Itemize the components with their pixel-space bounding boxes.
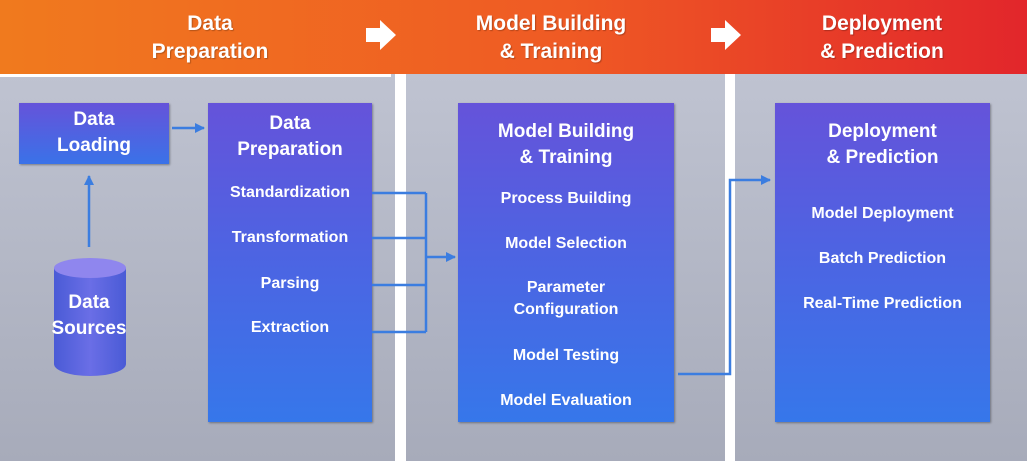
item-model-deployment: Model Deployment bbox=[811, 205, 954, 222]
item-model-selection: Model Selection bbox=[505, 235, 627, 252]
model-building-title: Model Building & Training bbox=[497, 121, 635, 168]
data-loading-box: Data Loading bbox=[19, 103, 169, 164]
model-building-panel: Model Building & Training Process Buildi… bbox=[458, 103, 674, 422]
item-real-time-prediction: Real-Time Prediction bbox=[803, 295, 962, 312]
item-extraction: Extraction bbox=[250, 319, 330, 336]
item-model-evaluation: Model Evaluation bbox=[500, 392, 632, 409]
item-model-testing: Model Testing bbox=[512, 347, 620, 364]
item-standardization: Standardization bbox=[229, 184, 350, 201]
right-arrow-icon bbox=[366, 20, 396, 50]
deployment-title: Deployment & Prediction bbox=[826, 121, 939, 168]
stage-title-model-building: Model Building & Training bbox=[475, 12, 627, 63]
right-arrow-icon bbox=[711, 20, 741, 50]
item-transformation: Transformation bbox=[231, 229, 349, 246]
item-batch-prediction: Batch Prediction bbox=[818, 250, 947, 267]
item-parsing: Parsing bbox=[260, 275, 320, 292]
divider-line bbox=[0, 74, 391, 77]
item-parameter-configuration: Parameter Configuration bbox=[513, 279, 619, 318]
stage-header: Data Preparation Model Building & Traini… bbox=[0, 0, 1027, 74]
deployment-panel: Deployment & Prediction Model Deployment… bbox=[775, 103, 990, 422]
data-sources-label: Data Sources bbox=[51, 292, 127, 339]
data-loading-label: Data Loading bbox=[57, 109, 131, 156]
database-icon bbox=[54, 258, 126, 376]
data-preparation-title: Data Preparation bbox=[237, 113, 343, 160]
stage-title-data-preparation: Data Preparation bbox=[151, 12, 269, 63]
stage-title-deployment: Deployment & Prediction bbox=[820, 12, 944, 63]
data-preparation-panel: Data Preparation Standardization Transfo… bbox=[208, 103, 372, 422]
item-process-building: Process Building bbox=[500, 190, 632, 207]
